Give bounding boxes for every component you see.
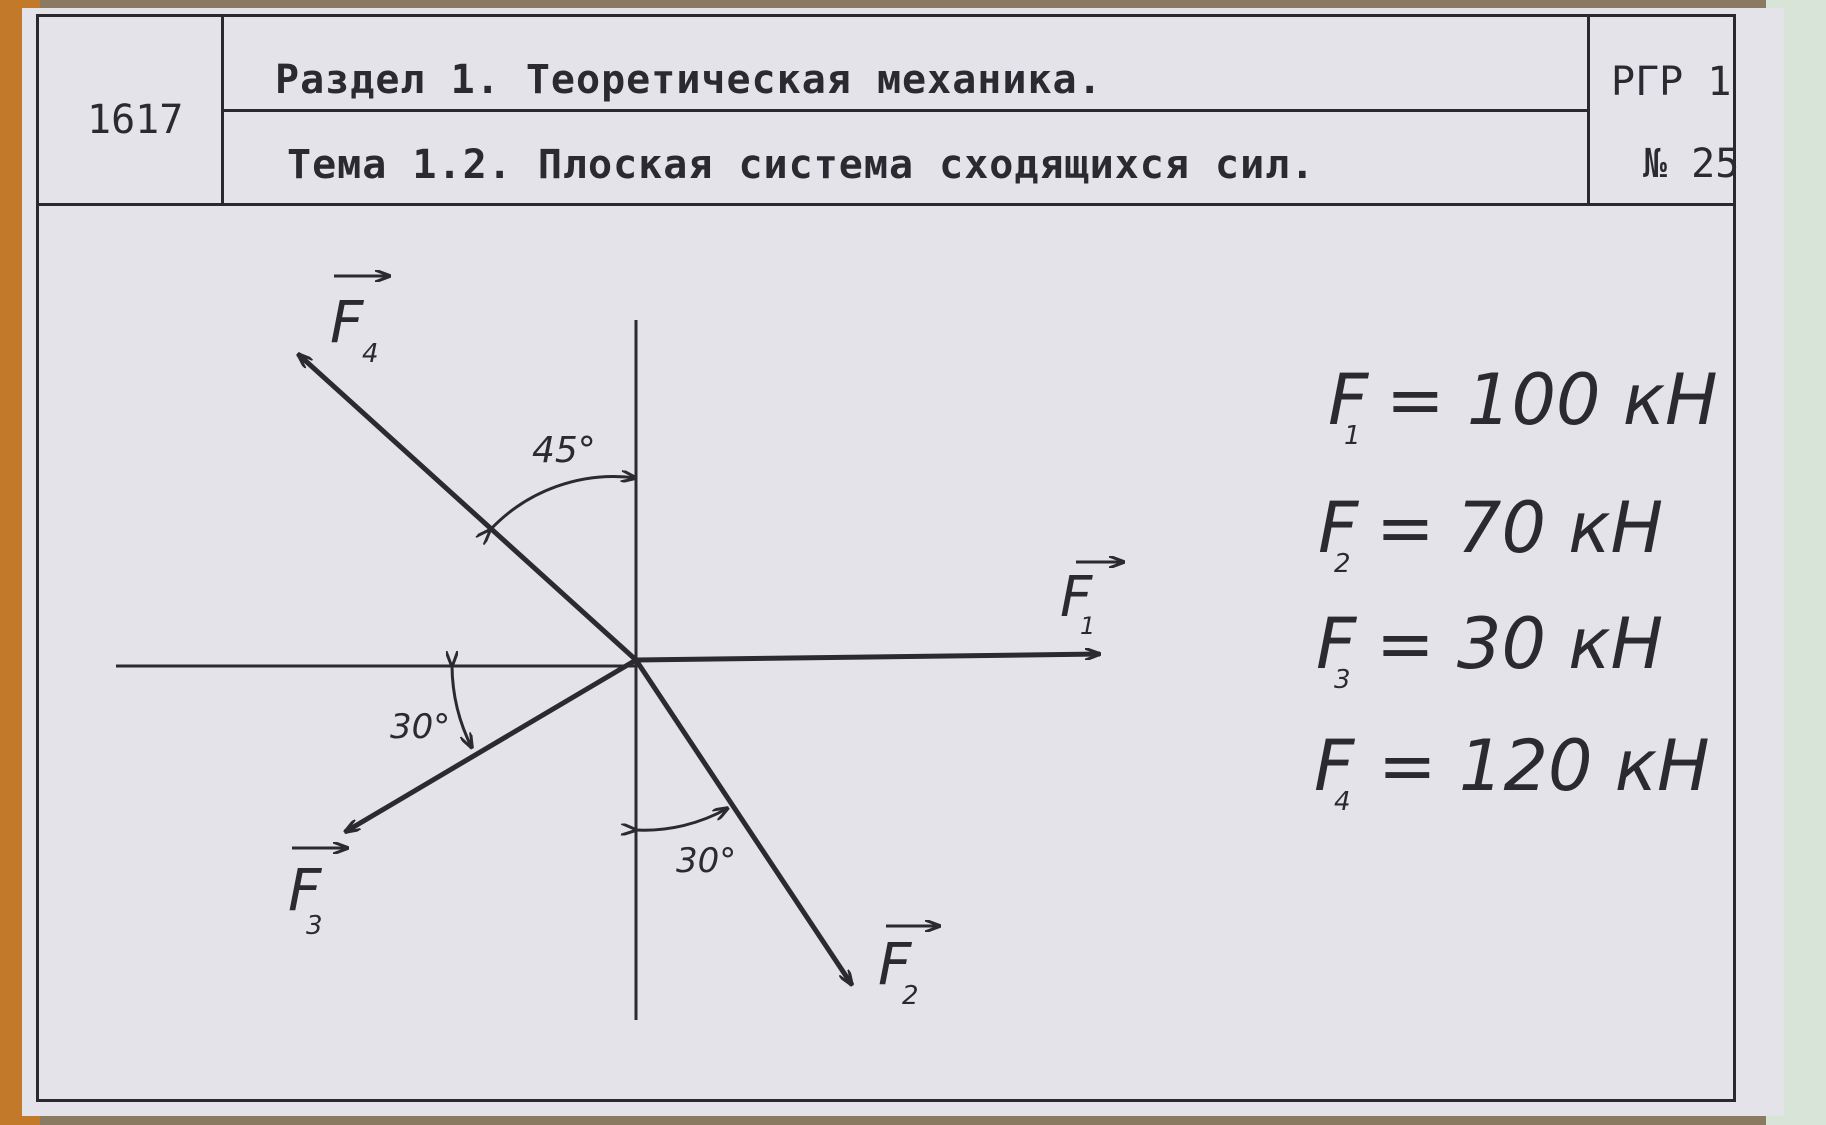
svg-text:F: F	[1328, 359, 1370, 441]
angle-arc-45	[490, 477, 636, 530]
angle-arc-30-bottom	[636, 808, 728, 830]
svg-text:F: F	[1316, 603, 1358, 685]
header-divider-right	[1587, 17, 1590, 203]
force-vector-F4	[298, 354, 638, 662]
svg-text:3: 3	[306, 911, 323, 941]
svg-text:4: 4	[362, 339, 379, 369]
given-F1: F 1 = 100 кН	[1328, 359, 1718, 451]
svg-text:1: 1	[1344, 421, 1361, 451]
rgr-label: РГР 1	[1611, 59, 1732, 105]
svg-text:= 100 кН: = 100 кН	[1386, 359, 1718, 441]
svg-text:2: 2	[1334, 549, 1351, 579]
force-vector-F3	[345, 657, 638, 832]
given-F3: F 3 = 30 кН	[1316, 603, 1663, 695]
svg-text:2: 2	[902, 981, 919, 1011]
card-code: 1617	[87, 97, 184, 143]
svg-text:F: F	[330, 288, 365, 356]
svg-text:F: F	[1318, 487, 1360, 569]
vector-label-F3: F 3	[288, 848, 348, 941]
angle-label-30-bottom: 30°	[676, 841, 736, 881]
svg-text:F: F	[1060, 565, 1093, 630]
svg-text:= 30 кН: = 30 кН	[1376, 603, 1663, 685]
vector-label-F1: F 1	[1060, 562, 1124, 640]
topic-title: Тема 1.2. Плоская система сходящихся сил…	[287, 142, 1316, 188]
svg-text:1: 1	[1080, 612, 1095, 640]
svg-text:F: F	[1314, 725, 1356, 807]
svg-text:= 120 кН: = 120 кН	[1378, 725, 1710, 807]
vector-label-F2: F 2	[878, 926, 940, 1011]
angle-label-30-left: 30°	[390, 707, 450, 747]
svg-text:F: F	[878, 930, 913, 998]
angle-label-45: 45°	[532, 430, 596, 471]
svg-text:3: 3	[1334, 665, 1351, 695]
task-number: № 25	[1643, 141, 1740, 187]
vector-label-F4: F 4	[330, 276, 390, 369]
card-frame: 1617 Раздел 1. Теоретическая механика. Т…	[36, 14, 1739, 1102]
given-F2: F 2 = 70 кН	[1318, 487, 1663, 579]
header-divider-middle	[221, 109, 1587, 112]
card-header: 1617 Раздел 1. Теоретическая механика. Т…	[39, 17, 1739, 206]
force-vector-F2	[633, 658, 852, 985]
svg-text:= 70 кН: = 70 кН	[1376, 487, 1663, 569]
task-card: 1617 Раздел 1. Теоретическая механика. Т…	[22, 8, 1784, 1116]
angle-arc-30-left	[452, 666, 472, 748]
svg-text:F: F	[288, 856, 323, 924]
given-F4: F 4 = 120 кН	[1314, 725, 1710, 817]
force-vector-F1	[635, 654, 1100, 663]
svg-text:4: 4	[1334, 787, 1351, 817]
section-title: Раздел 1. Теоретическая механика.	[275, 57, 1103, 103]
